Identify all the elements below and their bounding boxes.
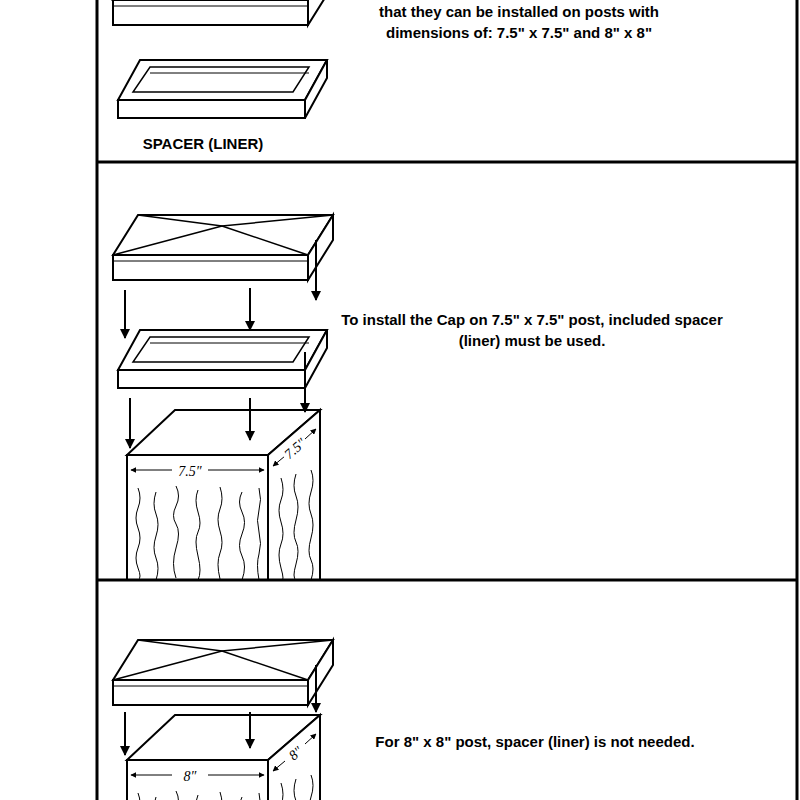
label-holder: For 8" x 8" post, spacer (liner) is not …: [337, 731, 733, 752]
label-holder: that they can be installed on posts with…: [344, 1, 694, 43]
instruction-text: To install the Cap on 7.5" x 7.5" post, …: [333, 309, 731, 351]
dimension-label: 8″: [182, 769, 199, 785]
label-holder: SPACER (LINER): [103, 133, 303, 154]
label-holder: 8″: [283, 741, 308, 766]
dimension-label: 7.5″: [176, 464, 203, 480]
panel-borders: [97, 0, 797, 800]
down-arrows: [125, 665, 316, 755]
dimension-label: 7.5″: [280, 434, 311, 464]
part-name: SPACER (LINER): [103, 133, 303, 154]
dimension-label: 8″: [284, 742, 307, 765]
instruction-text: For 8" x 8" post, spacer (liner) is not …: [337, 731, 733, 752]
down-arrows: [125, 240, 316, 448]
label-holder: 7.5″: [176, 462, 204, 480]
label-holder: 8″: [182, 767, 199, 785]
instruction-text: that they can be installed on posts with…: [344, 1, 694, 43]
label-holder: 7.5″: [279, 432, 312, 464]
label-holder: To install the Cap on 7.5" x 7.5" post, …: [333, 309, 731, 351]
